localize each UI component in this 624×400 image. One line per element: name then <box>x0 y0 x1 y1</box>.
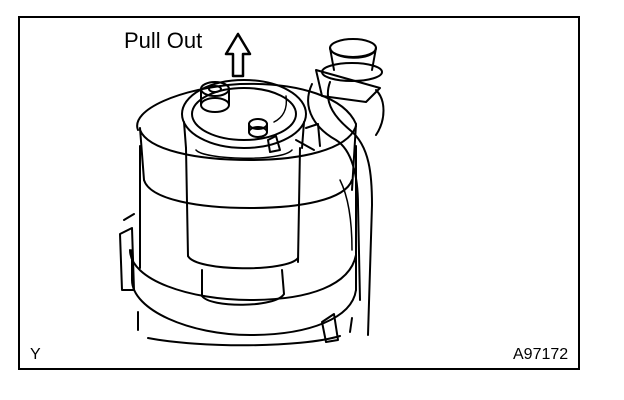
up-arrow-icon <box>224 32 252 78</box>
fuel-hose <box>307 38 385 336</box>
pull-out-label: Pull Out <box>124 28 203 53</box>
pump-top-plate <box>181 79 321 153</box>
pump-cylinder <box>185 147 301 306</box>
pump-housing <box>129 82 357 347</box>
pump-fittings <box>200 81 288 138</box>
corner-letter: Y <box>30 346 41 363</box>
housing-clips <box>119 213 339 343</box>
figure-code: A97172 <box>513 346 569 363</box>
